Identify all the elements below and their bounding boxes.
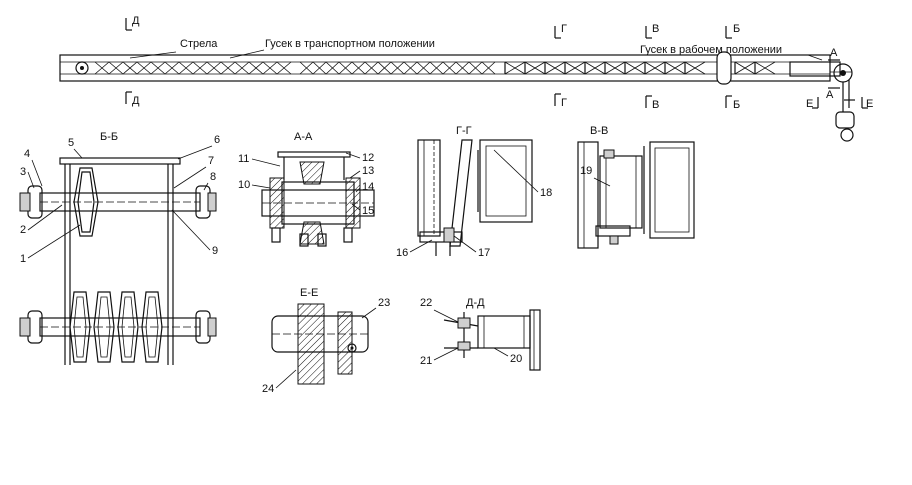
callout-4: 4 xyxy=(24,148,30,160)
section-bb-title: Б-Б xyxy=(100,131,118,143)
svg-text:В: В xyxy=(652,23,659,35)
boom-outline xyxy=(59,54,831,82)
svg-text:Г: Г xyxy=(561,23,567,35)
callout-1: 1 xyxy=(20,253,26,265)
callout-22: 22 xyxy=(420,297,432,309)
cut-marker-b-bottom: Б xyxy=(725,95,740,111)
section-gg-title: Г-Г xyxy=(456,125,472,137)
callout-8: 8 xyxy=(210,171,216,183)
callout-19: 19 xyxy=(580,165,592,177)
section-bb: Б-Б 1 2 3 4 5 xyxy=(19,131,220,365)
cut-marker-a-top: А xyxy=(828,47,840,61)
lower-sheave xyxy=(141,291,163,363)
cut-marker-g-bottom: Г xyxy=(554,93,567,109)
section-ee-title: Е-Е xyxy=(300,287,318,299)
callout-16: 16 xyxy=(396,247,408,259)
callout-13: 13 xyxy=(362,165,374,177)
lower-sheave xyxy=(69,291,91,363)
section-aa-title: А-А xyxy=(294,131,313,143)
callout-11: 11 xyxy=(238,153,249,165)
svg-text:Б: Б xyxy=(733,23,740,35)
svg-text:Б: Б xyxy=(733,99,740,111)
cut-marker-e-right: Е xyxy=(861,97,873,110)
cut-marker-b-top: Б xyxy=(725,23,740,39)
section-ee: Е-Е 23 24 xyxy=(262,287,390,395)
callout-17: 17 xyxy=(478,247,490,259)
callout-23: 23 xyxy=(378,297,390,309)
lower-sheave xyxy=(93,291,115,363)
cut-marker-e-left: Е xyxy=(806,97,819,110)
jib-in-working-position xyxy=(789,61,841,77)
svg-text:Д: Д xyxy=(132,95,140,107)
cut-marker-g-top: Г xyxy=(554,23,567,39)
callout-12: 12 xyxy=(362,152,374,164)
callout-3: 3 xyxy=(20,166,26,178)
boom-lattice xyxy=(94,61,776,75)
callout-5: 5 xyxy=(68,137,74,149)
cut-marker-v-top: В xyxy=(645,23,659,39)
transport-position-label: Гусек в транспортном положении xyxy=(265,38,435,50)
svg-text:Г: Г xyxy=(561,97,567,109)
cut-marker-d-bottom: Д xyxy=(125,91,140,107)
callout-9: 9 xyxy=(212,245,218,257)
boom-root-pin xyxy=(75,61,89,75)
section-gg: Г-Г 16 17 18 xyxy=(396,125,552,259)
section-vv: В-В 19 xyxy=(577,125,695,249)
cut-marker-a-bottom: А xyxy=(826,87,840,101)
section-dd: Д-Д 22 21 20 xyxy=(420,297,541,371)
callout-7: 7 xyxy=(208,155,214,167)
working-position-label: Гусек в рабочем положении xyxy=(640,44,782,56)
section-vv-title: В-В xyxy=(590,125,608,137)
lower-sheave xyxy=(117,291,139,363)
callout-21: 21 xyxy=(420,355,432,367)
cut-marker-d-top: Д xyxy=(125,15,140,31)
callout-6: 6 xyxy=(214,134,220,146)
svg-text:В: В xyxy=(652,99,659,111)
callout-18: 18 xyxy=(540,187,552,199)
jib-bracket xyxy=(716,51,732,85)
callout-10: 10 xyxy=(238,179,250,191)
svg-text:Е: Е xyxy=(806,98,813,110)
cut-marker-v-bottom: В xyxy=(645,95,659,111)
svg-text:А: А xyxy=(826,89,834,101)
section-aa: А-А 11 10 12 13 14 15 xyxy=(238,131,375,247)
callout-2: 2 xyxy=(20,224,26,236)
boom-label: Стрела xyxy=(180,38,218,50)
callout-14: 14 xyxy=(362,181,374,193)
svg-text:А: А xyxy=(830,47,838,59)
hook-block xyxy=(835,111,855,129)
svg-text:Е: Е xyxy=(866,98,873,110)
callout-15: 15 xyxy=(362,205,374,217)
svg-text:Д: Д xyxy=(132,15,140,27)
callout-20: 20 xyxy=(510,353,522,365)
boom-assembly: Стрела Гусек в транспортном положении Гу… xyxy=(59,15,873,142)
callout-24: 24 xyxy=(262,383,274,395)
hook xyxy=(840,128,854,142)
section-dd-title: Д-Д xyxy=(466,297,485,309)
